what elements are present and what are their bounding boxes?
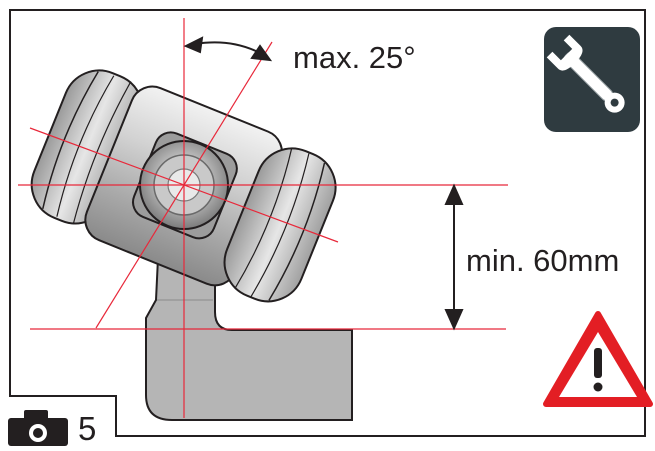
camera-icon — [8, 410, 68, 446]
min-distance-label: min. 60mm — [466, 243, 620, 278]
max-angle-label: max. 25° — [293, 40, 416, 75]
warning-triangle-icon — [543, 311, 653, 407]
photo-number: 5 — [78, 410, 97, 447]
wrench-icon — [544, 27, 640, 132]
distance-dimension-arrow — [444, 183, 464, 331]
mounting-bracket — [145, 257, 353, 421]
frame-border — [9, 9, 646, 437]
angle-arc-arrow — [183, 36, 273, 62]
tilted-center-line — [29, 127, 339, 243]
guide-lines — [18, 18, 508, 418]
